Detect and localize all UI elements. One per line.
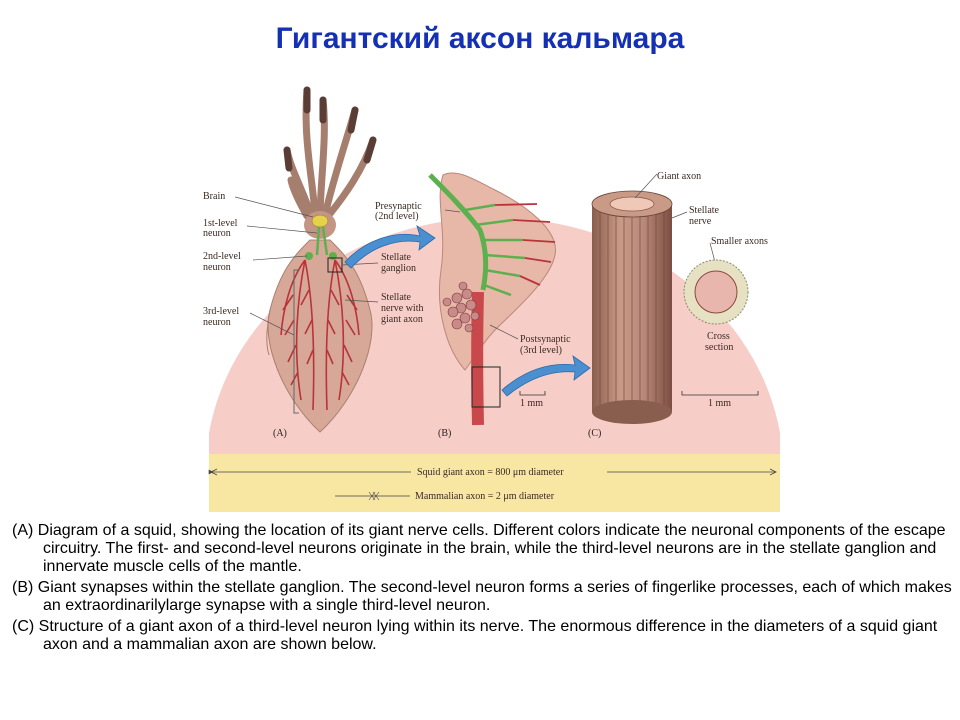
label-1st-level: 1st-level <box>203 218 238 229</box>
label-postsynaptic-level: (3rd level) <box>520 345 562 356</box>
label-giant-axon: Giant axon <box>657 171 701 182</box>
panel-b-label: (B) <box>438 428 451 439</box>
panel-b-synapse: 1 mm Presynaptic (2nd level) Postsynapti… <box>375 172 571 439</box>
scale-band <box>209 454 780 512</box>
panel-c-nerve-cylinder: Giant axon Stellate nerve Smaller axons … <box>588 171 768 439</box>
panel-a-squid: Brain 1st-level neuron 2nd-level neuron … <box>203 86 424 439</box>
label-postsynaptic: Postsynaptic <box>520 334 571 345</box>
panel-b-scale: 1 mm <box>520 398 543 409</box>
label-stellate-nerve-c-2: nerve <box>689 216 712 227</box>
arrow-a-to-b <box>344 225 436 269</box>
panel-c-scale: 1 mm <box>708 398 731 409</box>
caption-b: (B) Giant synapses within the stellate g… <box>12 579 952 614</box>
squid-giant-axon-figure: Brain 1st-level neuron 2nd-level neuron … <box>203 86 780 512</box>
label-smaller-axons: Smaller axons <box>711 236 768 247</box>
squid-brain <box>311 214 329 228</box>
label-presynaptic-level: (2nd level) <box>375 211 419 222</box>
panel-a-label: (A) <box>273 428 287 439</box>
label-stellate-nerve-2: nerve with <box>381 303 424 314</box>
caption-a: (A) Diagram of a squid, showing the loca… <box>12 522 946 575</box>
arrow-b-to-c <box>501 355 591 397</box>
label-stellate-ganglion-2: ganglion <box>381 263 416 274</box>
mammalian-axon-scale-line: Mammalian axon = 2 μm diameter <box>335 491 555 502</box>
label-presynaptic: Presynaptic <box>375 201 422 212</box>
label-1st-level-neuron: neuron <box>203 228 231 239</box>
squid-axon-scale-line: Squid giant axon = 800 μm diameter <box>208 467 777 478</box>
label-cross-section: Cross <box>707 331 730 342</box>
label-2nd-level-neuron: neuron <box>203 262 231 273</box>
axon-segment-box <box>471 366 501 408</box>
mammalian-axon-diameter: Mammalian axon = 2 μm diameter <box>415 491 555 502</box>
squid-axon-diameter: Squid giant axon = 800 μm diameter <box>417 467 564 478</box>
panel-c-label: (C) <box>588 428 601 439</box>
label-brain: Brain <box>203 191 225 202</box>
label-3rd-level: 3rd-level <box>203 306 239 317</box>
label-2nd-level: 2nd-level <box>203 251 241 262</box>
label-stellate-ganglion: Stellate <box>381 252 412 263</box>
label-stellate-nerve: Stellate <box>381 292 412 303</box>
label-stellate-nerve-c: Stellate <box>689 205 720 216</box>
slide-title: Гигантский аксон кальмара <box>275 22 685 55</box>
cross-section-inner <box>694 270 738 314</box>
caption-c: (C) Structure of a giant axon of a third… <box>12 618 938 653</box>
label-3rd-level-neuron: neuron <box>203 317 231 328</box>
giant-axon-lumen <box>609 196 655 212</box>
label-stellate-nerve-3: giant axon <box>381 314 423 325</box>
label-cross-section-2: section <box>705 342 733 353</box>
figure-captions: (A) Diagram of a squid, showing the loca… <box>12 522 952 657</box>
